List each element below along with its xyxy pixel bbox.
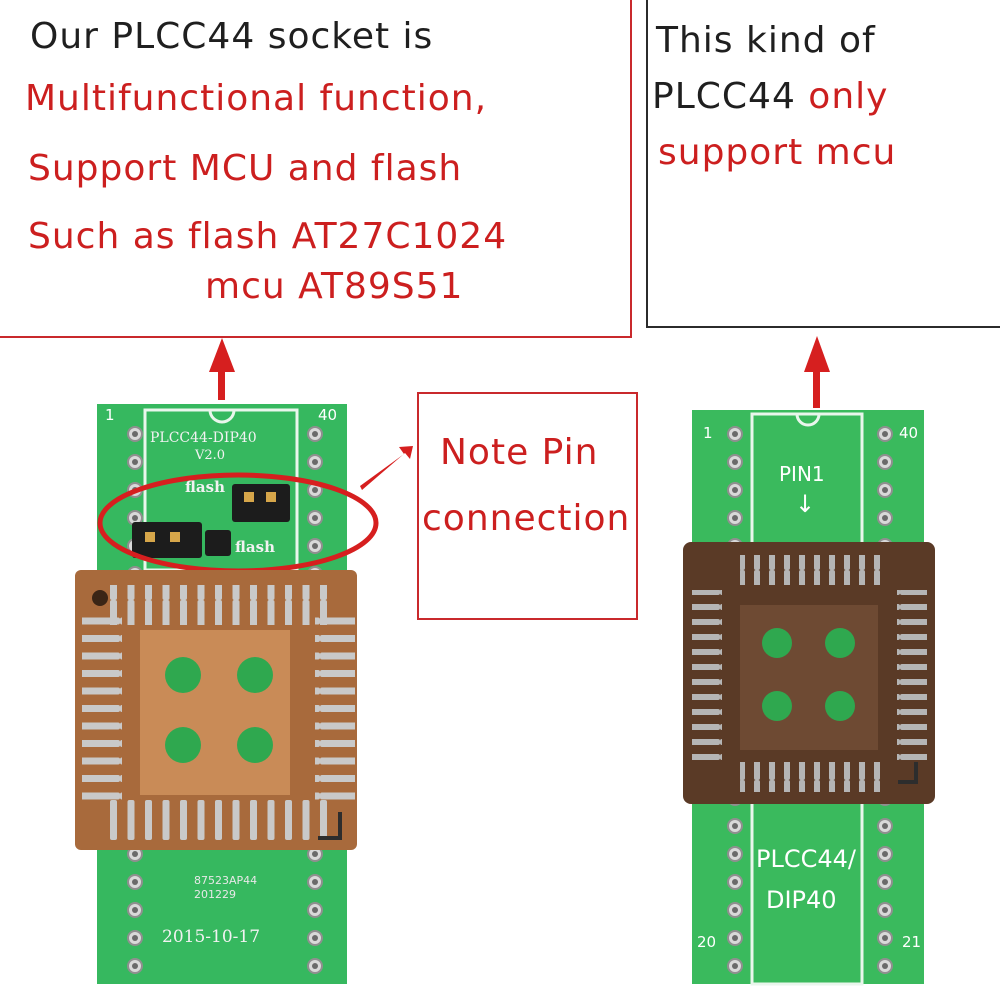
right-adapter-board	[683, 410, 935, 986]
left-pin-40: 40	[318, 406, 338, 424]
note-line-2: connection	[422, 498, 631, 539]
left-pin-1: 1	[105, 406, 115, 424]
right-pin-40: 40	[899, 424, 919, 442]
right-text-panel	[646, 0, 1000, 328]
right-board-name-1: PLCC44/	[756, 845, 856, 873]
left-line-1: Our PLCC44 socket is	[30, 16, 434, 57]
left-board-version: V2.0	[195, 448, 226, 463]
left-chip-code: 87523AP44	[194, 874, 258, 887]
left-adapter-board	[75, 404, 379, 984]
note-panel	[417, 392, 638, 620]
right-pin1-arrow: ↓	[795, 490, 816, 518]
right-line-3: support mcu	[658, 132, 897, 173]
left-line-3: Support MCU and flash	[28, 148, 463, 189]
right-line-1: This kind of	[656, 20, 876, 61]
left-board-title: PLCC44-DIP40	[150, 430, 257, 446]
right-board-name-2: DIP40	[766, 886, 837, 914]
left-line-2: Multifunctional function,	[25, 78, 488, 119]
left-chip-code-2: 201229	[194, 888, 236, 901]
right-pin-1: 1	[703, 424, 713, 442]
arrow-left-up	[209, 338, 235, 400]
right-pin-21: 21	[902, 933, 922, 951]
arrow-right-up	[804, 336, 830, 408]
note-line-1: Note Pin	[440, 432, 599, 473]
left-text-panel	[0, 0, 632, 338]
left-board-date: 2015-10-17	[162, 927, 261, 947]
left-jumper-bottom-label: flash	[235, 538, 275, 556]
left-line-5: mcu AT89S51	[205, 266, 464, 307]
left-jumper-top-label: flash	[185, 478, 225, 496]
right-line-2: PLCC44 only	[652, 76, 888, 117]
right-pin1-label: PIN1	[779, 462, 825, 486]
left-line-4: Such as flash AT27C1024	[28, 216, 508, 257]
right-line-2-black: PLCC44	[652, 76, 809, 117]
right-line-2-red: only	[808, 76, 889, 117]
right-pin-20: 20	[697, 933, 717, 951]
arrow-to-note	[360, 446, 413, 490]
